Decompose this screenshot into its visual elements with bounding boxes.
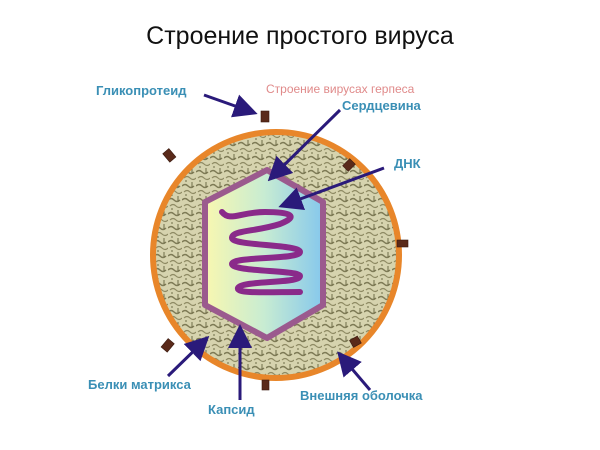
capsid [202, 167, 326, 341]
dna-strand [219, 209, 303, 296]
label-envelope: Внешняя оболочка [300, 388, 423, 403]
page-title: Строение простого вируса [146, 22, 454, 50]
label-herpes-subtitle: Строение вирусах герпеса [266, 82, 415, 96]
glycoprotein-spikes [160, 110, 409, 391]
label-dna: ДНК [394, 156, 421, 171]
label-capsid: Капсид [208, 402, 255, 417]
arrows [166, 93, 385, 400]
label-matrix-proteins: Белки матрикса [88, 377, 191, 392]
label-core: Сердцевина [342, 98, 421, 113]
label-glycoprotein: Гликопротеид [96, 83, 187, 98]
